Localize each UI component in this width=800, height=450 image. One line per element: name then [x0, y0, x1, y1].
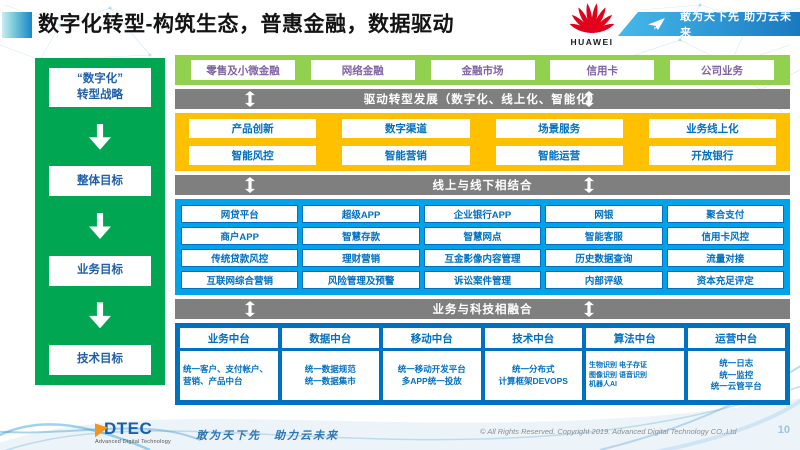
page-number: 10	[777, 424, 790, 436]
platform-title: 数据中台	[281, 328, 379, 348]
application-item: 商户APP	[181, 227, 299, 245]
application-item: 智慧存款	[302, 227, 420, 245]
down-arrow-icon	[89, 123, 111, 150]
business-line-item: 信用卡	[550, 60, 655, 80]
banner-online-offline-text: 线上与线下相结合	[432, 180, 533, 192]
header-slogan-banner: 敢为天下先 助力云未来	[618, 12, 800, 36]
business-line-row: 零售及小微金融 网络金融 金融市场 信用卡 公司业务	[175, 55, 790, 85]
huawei-wordmark: HUAWEI	[570, 37, 614, 47]
down-arrow-icon	[89, 302, 111, 329]
platform-column-data: 数据中台 统一数据规范 统一数据集市	[281, 328, 379, 400]
updown-arrow-icon	[245, 177, 255, 193]
banner-online-offline: 线上与线下相结合	[175, 175, 790, 195]
strategy-sidebar: “数字化” 转型战略 整体目标 业务目标 技术目标	[35, 58, 165, 385]
platform-column-operation: 运营中台 统一日志 统一监控 统一云管平台	[687, 328, 785, 400]
application-item: 内部评级	[545, 271, 663, 289]
platform-desc: 统一分布式 计算框架DEVOPS	[484, 351, 582, 400]
application-item: 理财营销	[302, 249, 420, 267]
business-line-item: 网络金融	[310, 60, 415, 80]
platform-title: 算法中台	[586, 328, 684, 348]
platform-desc: 统一数据规范 统一数据集市	[281, 351, 379, 400]
updown-arrow-icon	[584, 91, 594, 107]
business-line-item: 零售及小微金融	[191, 60, 295, 80]
capability-item: 开放银行	[648, 146, 776, 165]
sidebar-item-strategy: “数字化” 转型战略	[49, 68, 151, 108]
application-item: 资本充足评定	[666, 271, 784, 289]
platform-title: 移动中台	[383, 328, 481, 348]
business-line-item: 金融市场	[430, 60, 535, 80]
application-item: 智能客服	[545, 227, 663, 245]
platform-column-tech: 技术中台 统一分布式 计算框架DEVOPS	[484, 328, 582, 400]
huawei-flower-icon	[569, 3, 615, 33]
platform-column-business: 业务中台 统一客户、支付帐户、营销、产品中台	[180, 328, 278, 400]
sidebar-item-business-goal: 业务目标	[49, 255, 151, 286]
updown-arrow-icon	[245, 91, 255, 107]
platform-title: 运营中台	[687, 328, 785, 348]
banner-tech-fusion: 业务与科技相融合	[175, 299, 790, 319]
dtec-subtitle: Advanced Digital Technology	[95, 439, 171, 445]
middle-platform-section: 业务中台 统一客户、支付帐户、营销、产品中台 数据中台 统一数据规范 统一数据集…	[175, 323, 790, 405]
platform-title: 业务中台	[180, 328, 278, 348]
application-item: 聚合支付	[666, 205, 784, 223]
application-item: 企业银行APP	[423, 205, 542, 223]
application-item: 网银	[545, 205, 663, 223]
page-title: 数字化转型-构筑生态，普惠金融，数据驱动	[38, 13, 454, 36]
capability-item: 业务线上化	[648, 119, 776, 138]
platform-column-algorithm: 算法中台 生物识别 电子存证 图像识别 语音识别 机器人AI	[586, 328, 684, 400]
application-item: 风险管理及预警	[302, 271, 420, 289]
sidebar-item-overall-goal: 整体目标	[49, 166, 151, 197]
dtec-arrow-icon	[95, 420, 108, 438]
platform-desc: 统一日志 统一监控 统一云管平台	[687, 351, 785, 400]
capability-item: 场景服务	[495, 119, 623, 138]
capability-item: 产品创新	[189, 119, 317, 138]
platform-desc: 统一客户、支付帐户、营销、产品中台	[180, 351, 278, 400]
application-item: 互联网综合营销	[181, 271, 299, 289]
application-item: 智慧网点	[423, 227, 542, 245]
application-item: 信用卡风控	[666, 227, 784, 245]
updown-arrow-icon	[584, 301, 594, 317]
capability-item: 智能营销	[342, 146, 470, 165]
application-item: 历史数据查询	[545, 249, 663, 267]
banner-tech-fusion-text: 业务与科技相融合	[432, 304, 533, 316]
capability-item: 智能运营	[495, 146, 623, 165]
updown-arrow-icon	[245, 301, 255, 317]
footer-slogan: 敢为天下先 助力云未来	[196, 430, 339, 442]
capability-item: 数字渠道	[342, 119, 470, 138]
capability-grid: 产品创新 数字渠道 场景服务 业务线上化 智能风控 智能营销 智能运营 开放银行	[175, 113, 790, 171]
paper-plane-icon	[648, 17, 666, 31]
platform-column-mobile: 移动中台 统一移动开发平台 多APP统一投放	[383, 328, 481, 400]
dtec-wordmark: DTEC	[104, 419, 153, 438]
banner-drive-text: 驱动转型发展（数字化、线上化、智能化）	[363, 94, 602, 106]
dtec-logo: DTEC Advanced Digital Technology	[95, 419, 171, 445]
application-item: 网贷平台	[181, 205, 299, 223]
platform-desc: 生物识别 电子存证 图像识别 语音识别 机器人AI	[586, 351, 684, 400]
capability-item: 智能风控	[189, 146, 317, 165]
application-grid: 网贷平台 超级APP 企业银行APP 网银 聚合支付 商户APP 智慧存款 智慧…	[175, 199, 790, 295]
copyright-text: © All Rights Reserved. Copyright 2019. A…	[480, 427, 737, 436]
sidebar-item-tech-goal: 技术目标	[49, 344, 151, 375]
down-arrow-icon	[89, 213, 111, 239]
main-diagram: 零售及小微金融 网络金融 金融市场 信用卡 公司业务 驱动转型发展（数字化、线上…	[175, 55, 790, 405]
updown-arrow-icon	[584, 177, 594, 193]
business-line-item: 公司业务	[670, 60, 774, 80]
huawei-logo: HUAWEI	[566, 3, 618, 47]
banner-drive-transformation: 驱动转型发展（数字化、线上化、智能化）	[175, 89, 790, 109]
application-item: 传统贷款风控	[181, 249, 299, 267]
application-item: 超级APP	[302, 205, 420, 223]
application-item: 诉讼案件管理	[423, 271, 542, 289]
title-accent-bar	[2, 12, 32, 38]
application-item: 流量对接	[666, 249, 784, 267]
header-slogan-text: 敢为天下先 助力云未来	[680, 11, 793, 39]
platform-desc: 统一移动开发平台 多APP统一投放	[383, 351, 481, 400]
platform-title: 技术中台	[484, 328, 582, 348]
application-item: 互金影像内容管理	[423, 249, 542, 267]
